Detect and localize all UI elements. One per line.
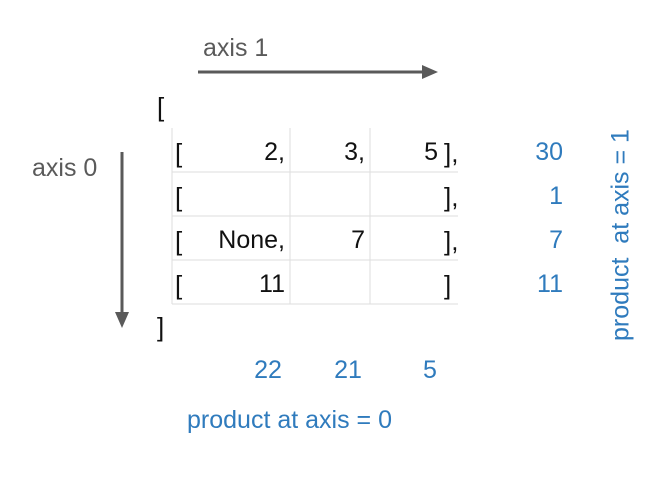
axis1-label: axis 1: [203, 34, 269, 62]
matrix-cell: 7: [351, 226, 365, 254]
axis1-arrow: [198, 65, 438, 79]
matrix-cell: 2,: [264, 138, 285, 166]
grid: [171, 128, 458, 305]
axis1-product-label: product at axis = 1: [606, 129, 635, 341]
matrix-cell: 5: [424, 138, 438, 166]
row-close-bracket: ],: [444, 138, 459, 168]
row-product: 30: [535, 138, 563, 166]
row-close-bracket: ],: [444, 226, 459, 256]
outer-open-bracket: [: [157, 92, 165, 122]
matrix-cell: None,: [218, 226, 285, 254]
outer-close-bracket: ]: [157, 312, 165, 342]
row-product: 1: [549, 182, 563, 210]
row-close-bracket: ]: [444, 270, 452, 300]
column-product: 5: [423, 356, 437, 384]
row-open-bracket: [: [175, 138, 183, 168]
column-product: 22: [254, 356, 282, 384]
row-open-bracket: [: [175, 182, 183, 212]
row-product: 7: [549, 226, 563, 254]
matrix-cell: 11: [259, 270, 285, 298]
column-product: 21: [334, 356, 362, 384]
axis0-arrow: [115, 152, 129, 328]
axis0-label: axis 0: [32, 154, 98, 182]
row-close-bracket: ],: [444, 182, 459, 212]
row-open-bracket: [: [175, 270, 183, 300]
axis0-product-label: product at axis = 0: [187, 406, 392, 434]
row-open-bracket: [: [175, 226, 183, 256]
matrix-cell: 3,: [344, 138, 365, 166]
row-product: 11: [537, 270, 563, 298]
